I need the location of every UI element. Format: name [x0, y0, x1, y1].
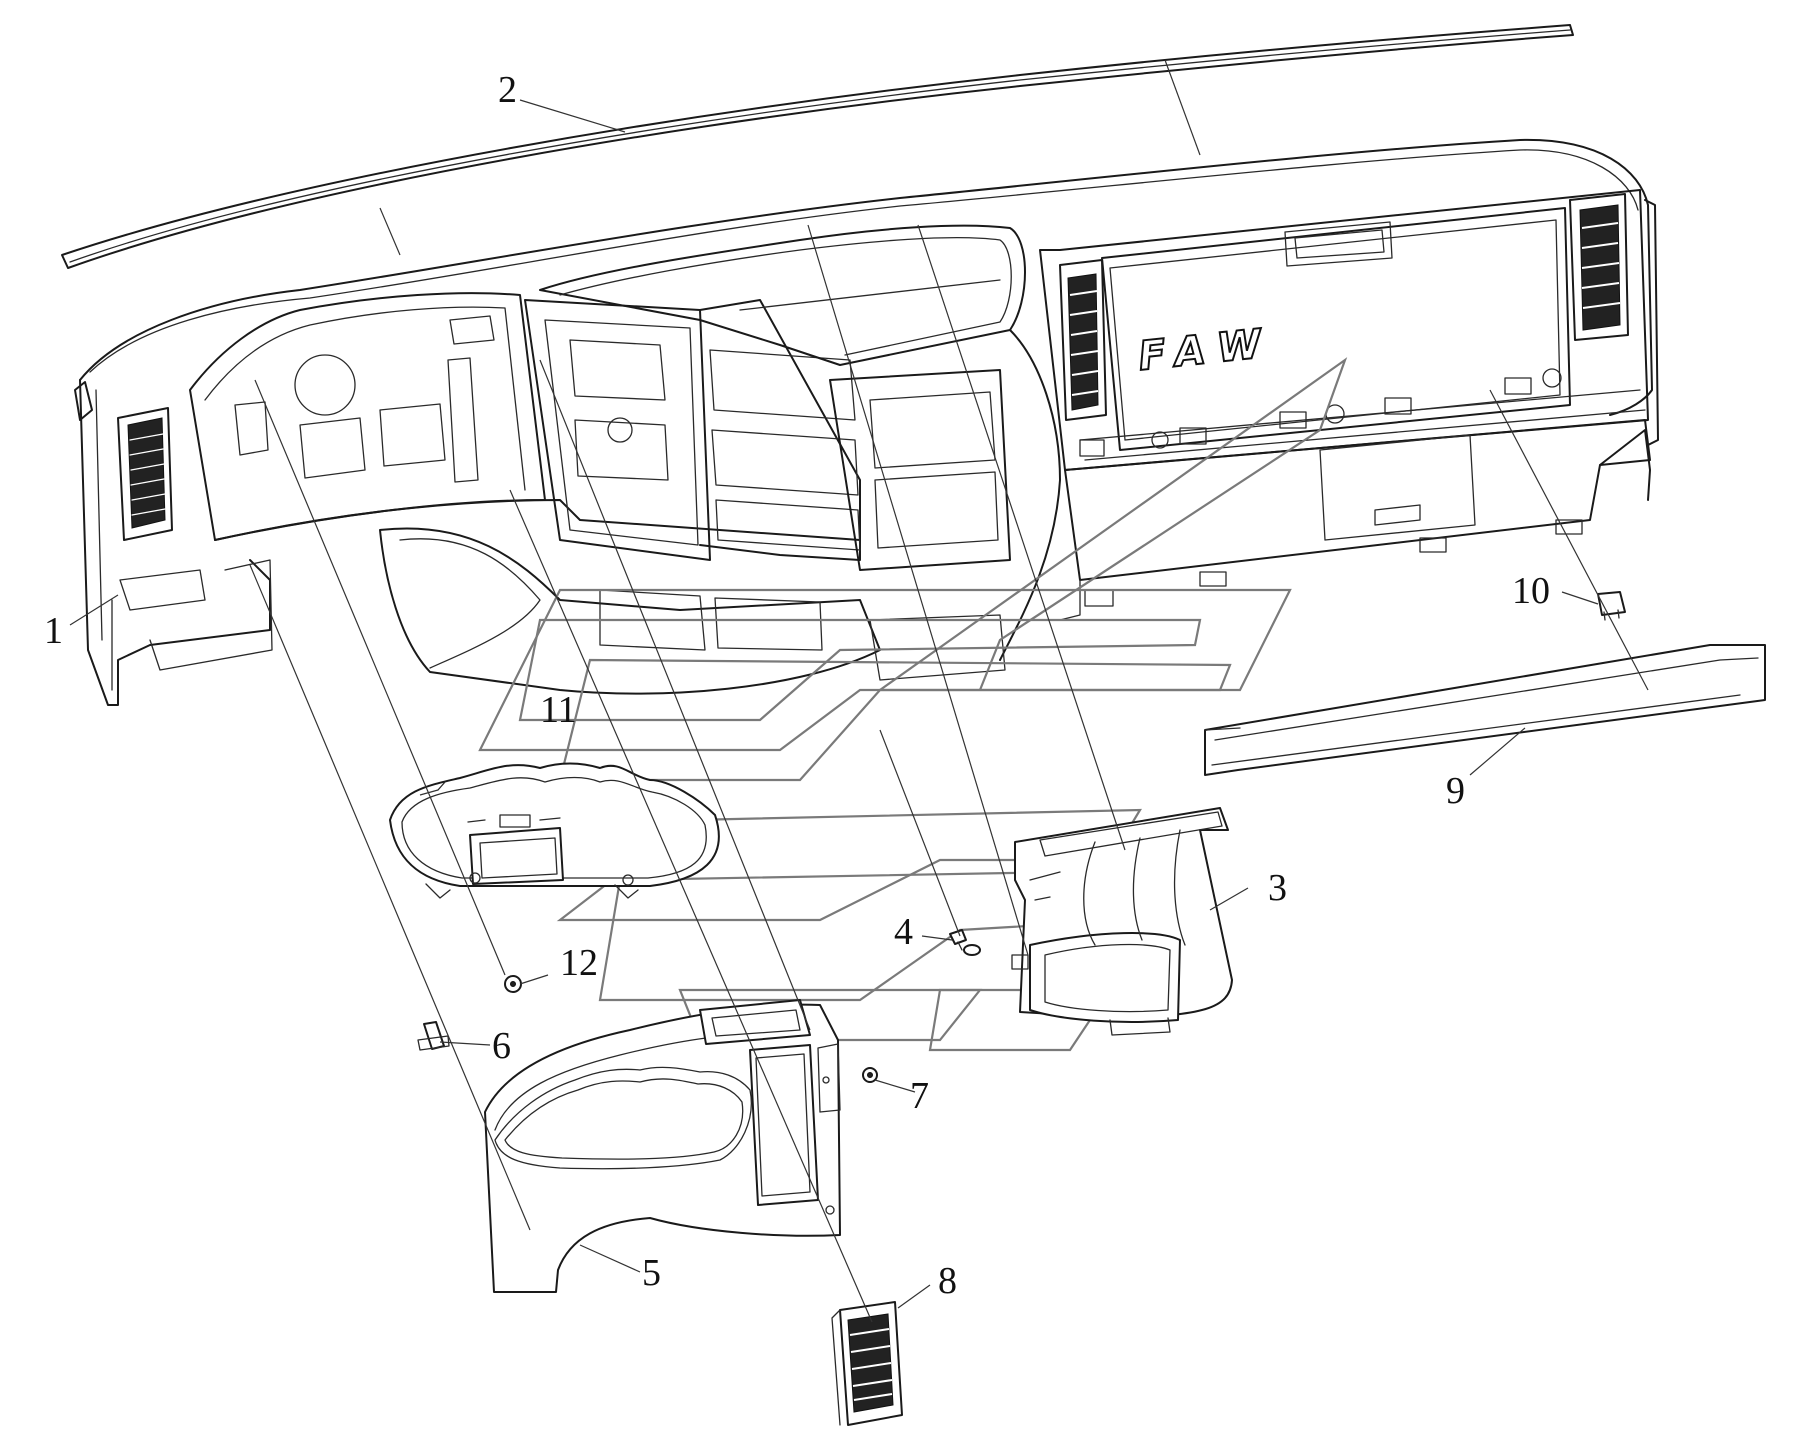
callout-2: 2	[498, 69, 517, 111]
part-11-instrument-cluster	[389, 762, 720, 899]
callout-5: 5	[642, 1252, 661, 1294]
leader-lines	[69, 59, 1649, 1323]
callout-6: 6	[492, 1025, 511, 1067]
part-1-dashboard-body: FAW	[74, 138, 1659, 706]
switch-row	[1079, 368, 1562, 457]
callout-8: 8	[938, 1260, 957, 1302]
callout-labels: 2 1 3 4 5 6 7 8 9 10 11 12	[44, 69, 1550, 1302]
part-5-cluster-bezel	[484, 999, 841, 1293]
center-right-air-vent	[1059, 259, 1107, 421]
right-air-vent	[1569, 193, 1629, 341]
callout-4: 4	[894, 911, 913, 953]
callout-7: 7	[910, 1075, 929, 1117]
part-7-screw	[862, 1067, 878, 1083]
callout-12: 12	[560, 942, 598, 984]
part-10-clip	[1597, 591, 1626, 621]
part-3-storage-module	[1011, 807, 1233, 1036]
callout-10: 10	[1512, 570, 1550, 612]
part-6-clip	[417, 1021, 450, 1051]
callout-1: 1	[44, 610, 63, 652]
part-8-small-vent	[831, 1301, 903, 1426]
left-air-vent	[117, 407, 173, 541]
callout-11: 11	[540, 689, 577, 731]
part-9-trim-bar	[1204, 644, 1766, 776]
callout-3: 3	[1268, 867, 1287, 909]
part-4-fastener	[949, 929, 981, 956]
callout-9: 9	[1446, 770, 1465, 812]
part-12-nut	[504, 975, 522, 993]
